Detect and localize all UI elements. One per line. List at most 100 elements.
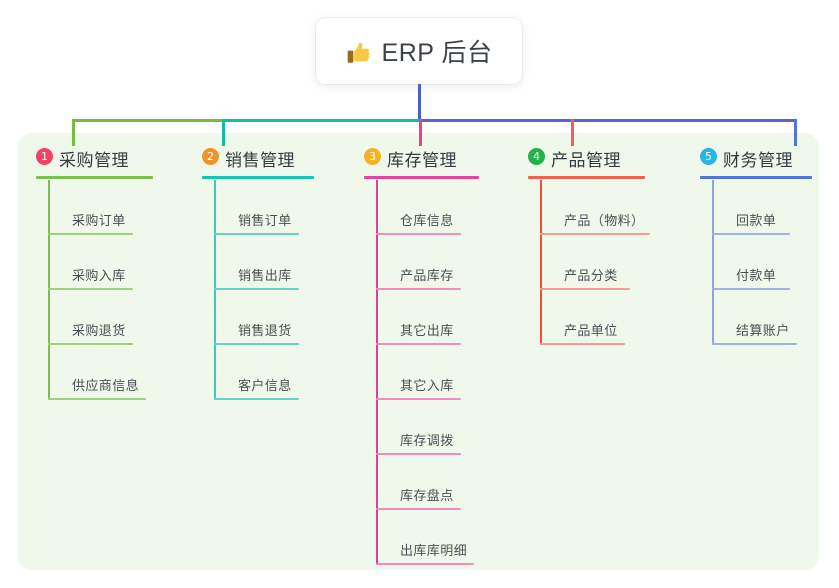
- branch-header-4[interactable]: 4 产品管理: [528, 146, 645, 180]
- leaf-item-underline: [48, 398, 146, 400]
- leaf-item-underline: [376, 453, 461, 455]
- leaf-item[interactable]: 客户信息: [214, 345, 329, 400]
- leaf-item-underline: [540, 343, 625, 345]
- leaf-item[interactable]: 销售订单: [214, 180, 329, 235]
- leaf-item-underline: [540, 288, 630, 290]
- leaf-item[interactable]: 销售出库: [214, 235, 329, 290]
- thumbs-up-icon: [346, 40, 372, 66]
- branch-underline-1: [36, 176, 153, 179]
- leaf-item[interactable]: 库存调拨: [376, 400, 491, 455]
- branch-badge-3: 3: [364, 148, 381, 165]
- leaf-item[interactable]: 其它入库: [376, 345, 491, 400]
- leaf-item-underline: [376, 508, 461, 510]
- leaf-item-underline: [214, 343, 299, 345]
- root-stem: [418, 84, 421, 121]
- branch-spine-3: [376, 180, 378, 565]
- leaf-item-underline: [376, 398, 461, 400]
- leaf-item-label: 其它入库: [400, 378, 454, 393]
- leaf-item-label: 客户信息: [238, 378, 292, 393]
- branch-column-4: 4 产品管理产品（物料） 产品分类产品单位: [528, 146, 650, 345]
- leaf-item-label: 产品单位: [564, 323, 618, 338]
- leaf-item-underline: [376, 233, 461, 235]
- leaf-item-label: 产品（物料）: [564, 213, 645, 228]
- leaf-item-label: 库存盘点: [400, 488, 454, 503]
- branch-badge-4: 4: [528, 148, 545, 165]
- branch-underline-3: [364, 176, 479, 179]
- leaf-item-label: 采购订单: [72, 213, 126, 228]
- leaf-item[interactable]: 采购入库: [48, 235, 163, 290]
- leaf-item-label: 销售订单: [238, 213, 292, 228]
- leaf-item-label: 销售退货: [238, 323, 292, 338]
- branch-underline-5: [700, 176, 812, 179]
- leaf-item[interactable]: 产品分类: [540, 235, 660, 290]
- branch-badge-1: 1: [36, 148, 53, 165]
- branch-underline-4: [528, 176, 645, 179]
- connector-segment-2: [222, 119, 422, 122]
- connector-drop-5: [794, 119, 797, 146]
- branch-title-2: 销售管理: [225, 151, 295, 170]
- branch-spine-1: [48, 180, 50, 400]
- branch-badge-5: 5: [700, 148, 717, 165]
- leaf-item[interactable]: 产品（物料）: [540, 180, 680, 235]
- branch-spine-4: [540, 180, 542, 345]
- leaf-item[interactable]: 结算账户: [712, 290, 827, 345]
- leaf-item-label: 仓库信息: [400, 213, 454, 228]
- leaf-item[interactable]: 付款单: [712, 235, 820, 290]
- leaf-item-underline: [376, 563, 474, 565]
- leaf-item-underline: [48, 343, 133, 345]
- leaf-item-underline: [712, 343, 797, 345]
- connector-drop-1: [72, 119, 75, 146]
- leaf-item-label: 采购退货: [72, 323, 126, 338]
- leaf-item-underline: [214, 288, 299, 290]
- leaf-item-label: 付款单: [736, 268, 777, 283]
- branch-header-5[interactable]: 5 财务管理: [700, 146, 812, 180]
- leaf-item[interactable]: 供应商信息: [48, 345, 176, 400]
- leaf-item-underline: [540, 233, 650, 235]
- leaf-item-label: 结算账户: [736, 323, 790, 338]
- connector-segment-3: [419, 119, 797, 122]
- leaf-item[interactable]: 产品单位: [540, 290, 655, 345]
- leaf-item[interactable]: 回款单: [712, 180, 820, 235]
- leaf-item-label: 销售出库: [238, 268, 292, 283]
- leaf-item-label: 采购入库: [72, 268, 126, 283]
- branch-title-1: 采购管理: [59, 151, 129, 170]
- branch-underline-2: [202, 176, 314, 179]
- branch-header-1[interactable]: 1 采购管理: [36, 146, 153, 180]
- leaf-item-underline: [712, 233, 790, 235]
- root-node-title: ERP 后台: [381, 39, 493, 67]
- leaf-item-label: 回款单: [736, 213, 777, 228]
- leaf-item-underline: [376, 288, 461, 290]
- leaf-item[interactable]: 采购订单: [48, 180, 163, 235]
- leaf-item-label: 其它出库: [400, 323, 454, 338]
- leaf-item[interactable]: 库存盘点: [376, 455, 491, 510]
- leaf-item[interactable]: 出库库明细: [376, 510, 504, 565]
- leaf-item-underline: [214, 233, 299, 235]
- leaf-item[interactable]: 产品库存: [376, 235, 491, 290]
- leaf-item-label: 产品库存: [400, 268, 454, 283]
- connector-drop-2: [222, 119, 225, 146]
- branch-title-5: 财务管理: [723, 151, 793, 170]
- leaf-item[interactable]: 其它出库: [376, 290, 491, 345]
- leaf-item-label: 供应商信息: [72, 378, 140, 393]
- connector-drop-4: [571, 119, 574, 146]
- connector-drop-3: [419, 119, 422, 146]
- leaf-item-label: 产品分类: [564, 268, 618, 283]
- leaf-item[interactable]: 仓库信息: [376, 180, 491, 235]
- branch-badge-2: 2: [202, 148, 219, 165]
- branch-column-2: 2 销售管理销售订单销售出库销售退货客户信息: [202, 146, 314, 400]
- leaf-item-underline: [712, 288, 790, 290]
- branch-spine-2: [214, 180, 216, 400]
- branch-spine-5: [712, 180, 714, 345]
- leaf-item[interactable]: 采购退货: [48, 290, 163, 345]
- leaf-item-label: 库存调拨: [400, 433, 454, 448]
- branch-column-5: 5 财务管理回款单付款单结算账户: [700, 146, 812, 345]
- leaf-item-underline: [376, 343, 461, 345]
- leaf-item-underline: [48, 233, 133, 235]
- branch-title-4: 产品管理: [551, 151, 621, 170]
- leaf-item[interactable]: 销售退货: [214, 290, 329, 345]
- diagram-panel: [18, 133, 819, 570]
- branch-header-2[interactable]: 2 销售管理: [202, 146, 314, 180]
- root-node-card[interactable]: ERP 后台: [316, 18, 522, 84]
